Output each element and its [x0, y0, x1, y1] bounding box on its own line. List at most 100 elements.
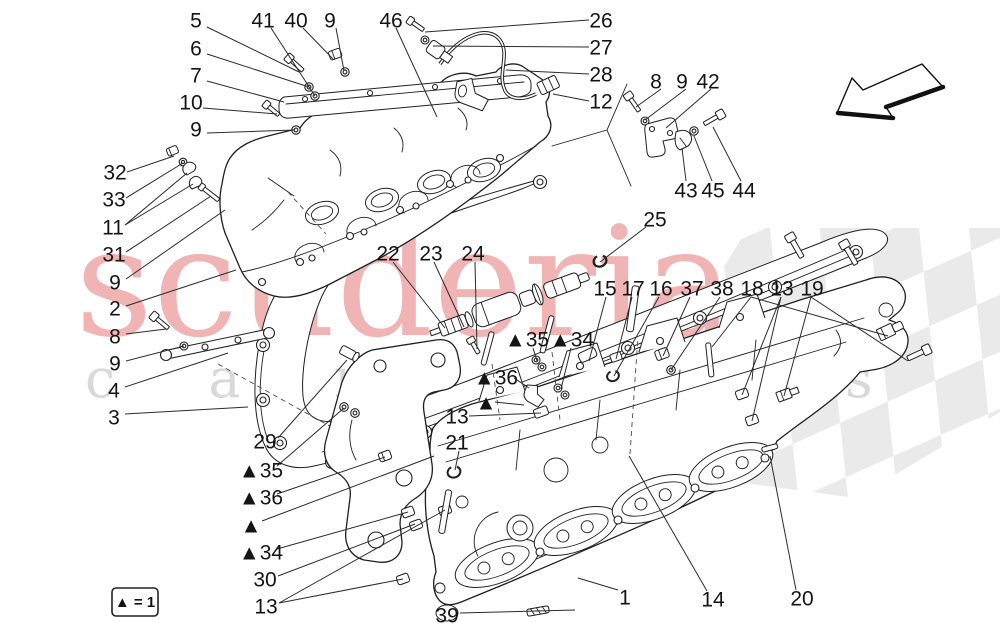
- leader-line-11: [124, 183, 194, 226]
- callout-10: 10: [179, 92, 202, 115]
- leader-line-tri34: [560, 347, 572, 390]
- leader-line-13: [751, 296, 782, 422]
- callout-17: 17: [621, 278, 644, 301]
- callout-tri: ▲: [241, 515, 262, 538]
- callout-13: 13: [770, 278, 793, 301]
- callout-41: 41: [251, 10, 274, 33]
- callout-13: 13: [254, 596, 277, 619]
- leader-line-30: [277, 523, 416, 577]
- callout-tri34: ▲34: [239, 542, 283, 565]
- callout-46: 46: [379, 10, 402, 33]
- leader-line-13: [468, 412, 542, 417]
- callout-23: 23: [419, 243, 442, 266]
- leader-line-13: [741, 296, 782, 396]
- leader-line-38: [670, 296, 721, 371]
- leader-line-tri34: [276, 511, 409, 550]
- leader-line-3: [124, 406, 249, 415]
- callout-31: 31: [102, 244, 125, 267]
- leader-line-6: [206, 53, 310, 88]
- callout-45: 45: [701, 180, 724, 203]
- legend-text: ▲ = 1: [115, 594, 155, 611]
- callout-30: 30: [253, 569, 276, 592]
- callout-9: 9: [109, 353, 121, 376]
- callout-26: 26: [589, 10, 612, 33]
- mount-bracket: [323, 338, 462, 563]
- bracket-union-29: [339, 345, 360, 363]
- leader-line-5: [206, 26, 300, 73]
- callout-14: 14: [701, 589, 725, 612]
- leader-line-17: [615, 296, 633, 360]
- callout-tri35: ▲35: [239, 460, 283, 483]
- callout-16: 16: [649, 278, 672, 301]
- legend: ▲ = 1: [111, 587, 159, 617]
- watermark-sub-left: c a r: [85, 347, 398, 410]
- callout-tri: ▲: [476, 392, 497, 415]
- callout-21: 21: [445, 432, 468, 455]
- callout-8: 8: [650, 71, 662, 94]
- callout-42: 42: [696, 71, 719, 94]
- leader-line-18: [750, 296, 889, 337]
- leader-line-tri: [261, 455, 435, 522]
- callout-43: 43: [674, 180, 697, 203]
- leader-line-13: [278, 509, 446, 604]
- leader-line-19: [810, 296, 909, 362]
- callout-1: 1: [619, 587, 631, 610]
- leader-line-24: [474, 261, 478, 350]
- callout-4: 4: [108, 380, 120, 403]
- leader-line-25: [599, 226, 647, 263]
- leader-line-9: [125, 209, 226, 280]
- callout-40: 40: [284, 10, 307, 33]
- leader-line-42: [665, 88, 712, 129]
- leader-line-11: [124, 172, 188, 226]
- callout-tri36: ▲36: [239, 487, 283, 510]
- leader-line-45: [693, 135, 713, 182]
- callout-32: 32: [103, 162, 126, 185]
- leader-line-26: [424, 19, 590, 33]
- callout-38: 38: [710, 278, 733, 301]
- cable-connector: [536, 75, 560, 95]
- leader-line-29: [277, 359, 348, 439]
- leader-line-44: [712, 126, 742, 182]
- breather-elbow: [454, 77, 489, 112]
- leader-line-19: [783, 296, 812, 397]
- leader-line-43: [681, 147, 687, 182]
- sensor-body: [425, 39, 454, 64]
- leader-line-18: [711, 296, 752, 348]
- callout-9: 9: [109, 272, 121, 295]
- leader-line-4: [124, 352, 229, 388]
- callout-tri34: ▲34: [550, 329, 594, 352]
- line-art: [148, 15, 933, 622]
- callout-44: 44: [732, 180, 756, 203]
- callout-12: 12: [589, 91, 612, 114]
- callout-8: 8: [109, 326, 121, 349]
- callout-6: 6: [190, 38, 202, 61]
- callout-19: 19: [800, 278, 823, 301]
- callout-tri35: ▲35: [505, 329, 549, 352]
- callout-9: 9: [190, 119, 202, 142]
- callout-39: 39: [435, 605, 458, 628]
- callout-tri36: ▲36: [474, 367, 518, 390]
- callout-37: 37: [680, 278, 703, 301]
- leader-line-27: [432, 45, 590, 48]
- direction-arrow-icon: [835, 63, 946, 121]
- callout-5: 5: [190, 10, 202, 33]
- callout-9: 9: [676, 71, 688, 94]
- leader-line-7: [206, 80, 285, 103]
- leader-line-9: [206, 129, 296, 134]
- callout-33: 33: [102, 189, 125, 212]
- leader-line-16: [613, 296, 660, 377]
- sensor-bracket-group: [551, 83, 727, 187]
- leader-line-33: [125, 162, 184, 199]
- leader-line-46: [395, 27, 438, 118]
- leader-line-1: [577, 577, 619, 591]
- leader-line-13: [278, 578, 404, 604]
- callout-24: 24: [461, 243, 485, 266]
- leader-line-10: [202, 107, 278, 115]
- leader-line-9: [125, 345, 185, 362]
- callout-22: 22: [376, 243, 399, 266]
- callout-20: 20: [790, 588, 813, 611]
- leader-line-23: [433, 261, 465, 328]
- dowel-pin-20: [761, 443, 779, 453]
